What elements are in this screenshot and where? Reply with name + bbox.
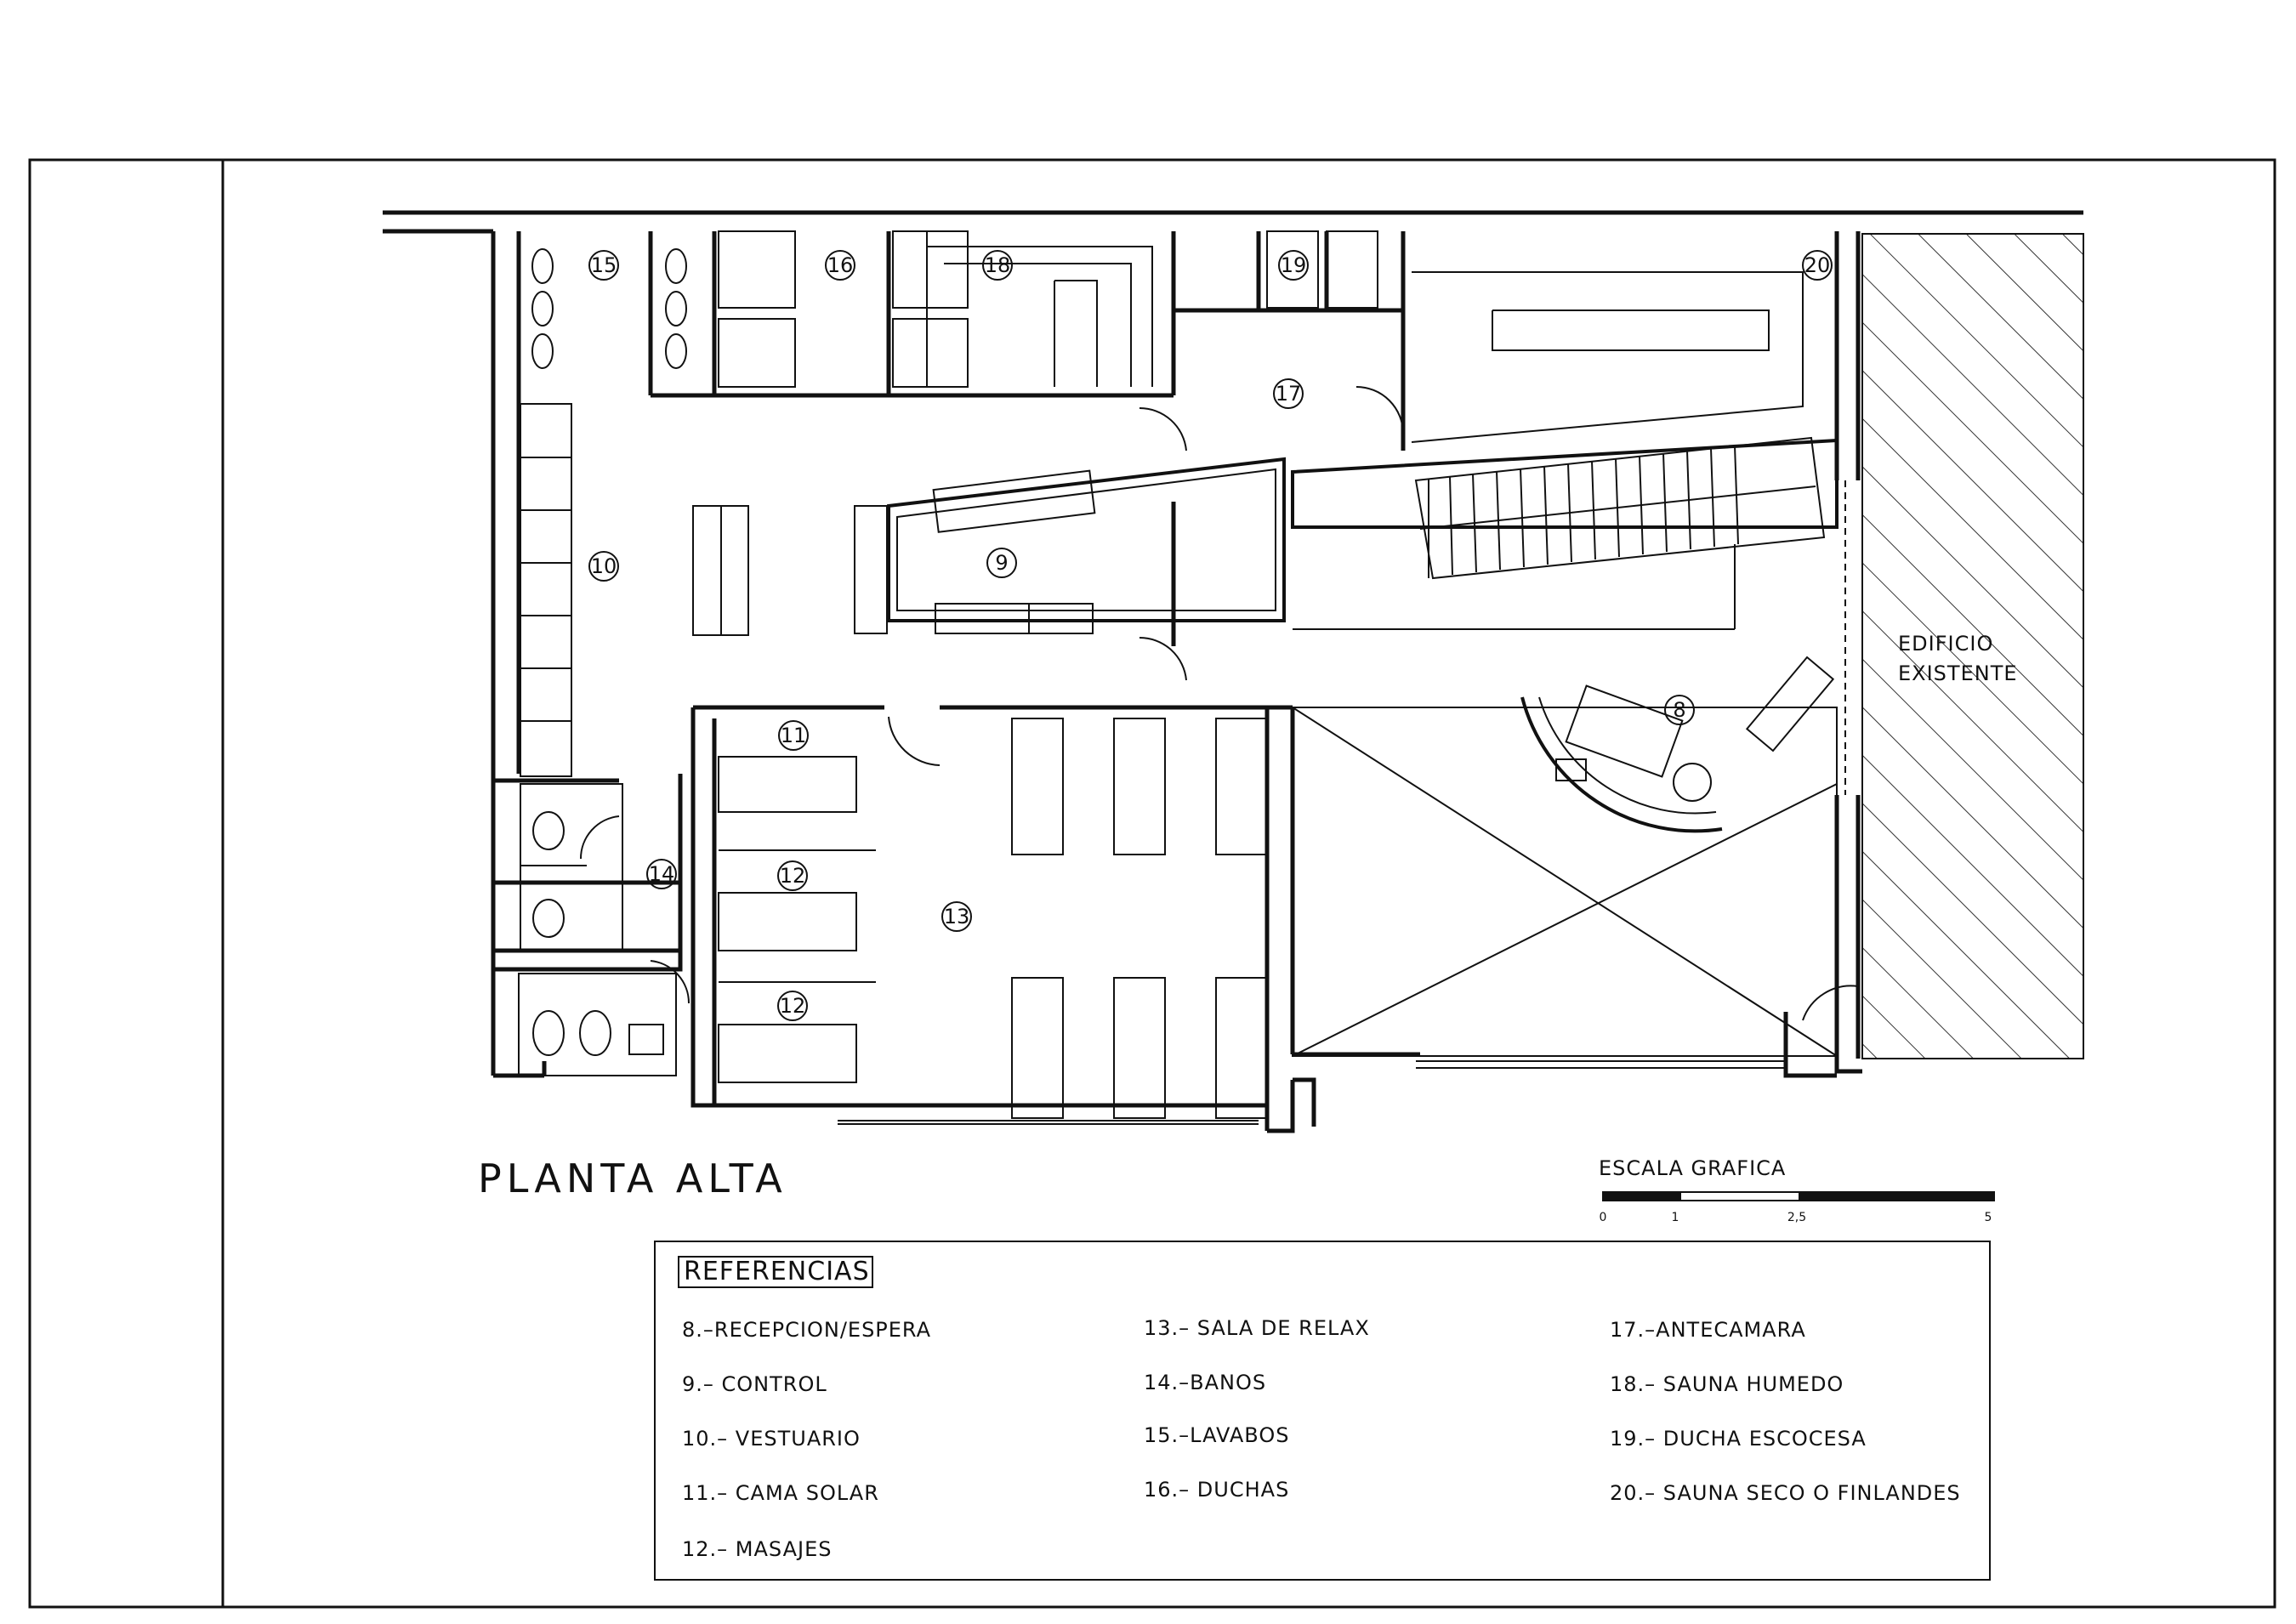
reference-item: 19.– DUCHA ESCOCESA [1610,1427,1867,1451]
scale-tick-3: 5 [1985,1211,1992,1224]
room-label-19: 19 [1281,253,1307,277]
reference-item: 18.– SAUNA HUMEDO [1610,1372,1844,1396]
sheet-frame [28,158,2276,1609]
room-number-circle [778,720,809,751]
scale-tick-1: 1 [1672,1211,1679,1224]
reference-item: 11.– CAMA SOLAR [682,1481,879,1505]
reference-item: 16.– DUCHAS [1144,1478,1289,1502]
reference-item: 10.– VESTUARIO [682,1427,861,1451]
room-number-circle [986,548,1017,578]
room-number-circle [1273,378,1304,409]
room-number-circle [588,250,619,281]
reference-item: 8.–RECEPCION/ESPERA [682,1318,931,1342]
room-label-16: 16 [827,253,854,277]
room-label-8: 8 [1673,698,1685,722]
room-number-circle [646,859,677,889]
reference-item: 15.–LAVABOS [1144,1423,1289,1447]
reference-item: 14.–BANOS [1144,1371,1266,1394]
references-box: REFERENCIAS 8.–RECEPCION/ESPERA 9.– CONT… [654,1241,1991,1581]
scale-tick-2: 2,5 [1787,1211,1806,1224]
room-number-circle [941,901,972,932]
existing-building [1861,233,2084,1059]
room-label-11: 11 [781,724,807,747]
room-number-circle [777,991,808,1021]
reference-item: 9.– CONTROL [682,1372,827,1396]
room-label-10: 10 [591,554,617,578]
room-number-circle [982,250,1013,281]
room-label-14: 14 [649,862,675,886]
room-label-12a: 12 [780,864,806,888]
room-number-circle [1664,695,1695,725]
references-heading: REFERENCIAS [684,1257,870,1286]
room-numbers [588,250,1833,1021]
scale-bar: ESCALA GRAFICA 0 1 2,5 5 [1599,1156,1995,1224]
drawing-title: PLANTA ALTA [478,1156,787,1201]
reference-item: 12.– MASAJES [682,1537,833,1561]
room-number-circle [1802,250,1833,281]
room-label-12b: 12 [780,994,806,1018]
room-number-circle [777,860,808,891]
reference-item: 13.– SALA DE RELAX [1144,1316,1370,1340]
scale-tick-0: 0 [1600,1211,1607,1224]
room-number-circle [825,250,855,281]
reference-item: 17.–ANTECAMARA [1610,1318,1806,1342]
room-label-13: 13 [944,905,970,928]
reference-item: 20.– SAUNA SECO O FINLANDES [1610,1481,1961,1505]
existing-building-label-line2: EXISTENTE [1898,662,2018,685]
room-label-18: 18 [985,253,1011,277]
room-label-9: 9 [995,551,1008,575]
scale-label: ESCALA GRAFICA [1599,1156,1786,1180]
room-number-circle [1278,250,1309,281]
room-label-17: 17 [1276,382,1302,406]
room-label-20: 20 [1804,253,1831,277]
room-number-circle [588,551,619,582]
room-label-15: 15 [591,253,617,277]
walls [383,210,2083,1133]
fixtures [518,230,1859,1125]
existing-building-label-line1: EDIFICIO [1898,632,1993,656]
room-number-labels: 8 9 10 11 12 12 13 14 15 16 17 18 19 20 [591,253,1831,1018]
